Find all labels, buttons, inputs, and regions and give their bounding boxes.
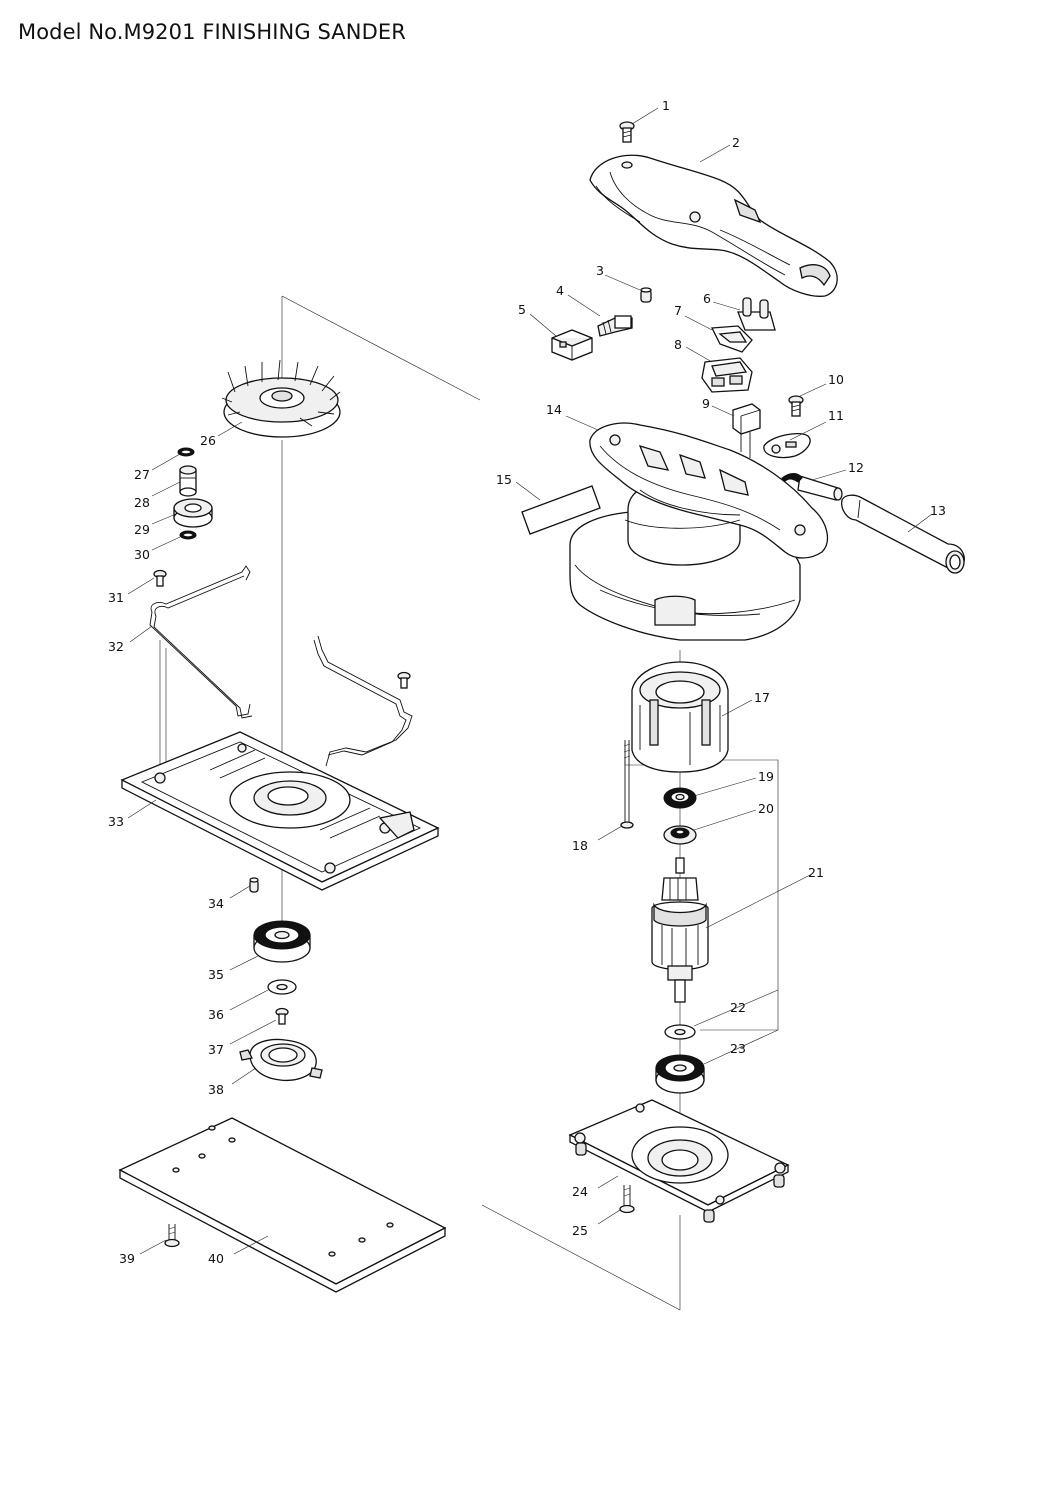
- label-part-14: 14: [546, 402, 562, 417]
- part-19-ball-bearing: [663, 787, 697, 809]
- part-10-screw: [788, 395, 804, 417]
- part-9-capacitor: [732, 403, 761, 458]
- part-11-strain-relief: [763, 432, 811, 459]
- leader-lines: [127, 107, 933, 1255]
- label-part-18: 18: [572, 838, 588, 853]
- label-part-21: 21: [808, 865, 824, 880]
- label-part-17: 17: [754, 690, 770, 705]
- part-6-terminal: [737, 297, 776, 331]
- label-part-7: 7: [674, 303, 682, 318]
- page-title: Model No.M9201 FINISHING SANDER: [18, 20, 406, 44]
- label-part-38: 38: [208, 1082, 224, 1097]
- label-part-4: 4: [556, 283, 564, 298]
- label-part-27: 27: [134, 467, 150, 482]
- label-part-10: 10: [828, 372, 844, 387]
- label-part-19: 19: [758, 769, 774, 784]
- part-24-bearing-box: [568, 1099, 790, 1223]
- part-34-pin: [249, 877, 259, 893]
- label-part-22: 22: [730, 1000, 746, 1015]
- part-37-screw: [275, 1007, 289, 1025]
- part-38-pad-holder: [239, 1038, 323, 1082]
- part-36-washer: [267, 979, 297, 995]
- label-part-39: 39: [119, 1251, 135, 1266]
- part-23-ball-bearing: [655, 1054, 705, 1094]
- part-1-screw: [619, 121, 635, 143]
- label-part-25: 25: [572, 1223, 588, 1238]
- label-part-5: 5: [518, 302, 526, 317]
- part-33-base: [120, 731, 440, 891]
- part-21-armature: [651, 857, 709, 1003]
- part-20-bearing-retainer: [663, 825, 697, 845]
- part-40-sanding-pad: [118, 1117, 447, 1293]
- label-part-9: 9: [702, 396, 710, 411]
- label-part-26: 26: [200, 433, 216, 448]
- label-part-40: 40: [208, 1251, 224, 1266]
- label-part-24: 24: [572, 1184, 588, 1199]
- label-part-3: 3: [596, 263, 604, 278]
- label-part-37: 37: [208, 1042, 224, 1057]
- part-28-sleeve: [179, 465, 197, 497]
- part-35-ball-bearing: [253, 920, 311, 963]
- label-part-1: 1: [662, 98, 670, 113]
- label-part-23: 23: [730, 1041, 746, 1056]
- part-5-brush-holder: [551, 329, 593, 361]
- label-part-15: 15: [496, 472, 512, 487]
- part-8-switch: [701, 357, 753, 393]
- part-26-fan: [221, 359, 341, 438]
- part-18-long-screw: [620, 740, 634, 829]
- label-part-34: 34: [208, 896, 224, 911]
- part-32-clamp-lever: [149, 565, 253, 719]
- part-31-screw: [153, 569, 167, 587]
- label-part-29: 29: [134, 522, 150, 537]
- part-3-spacer: [640, 287, 652, 303]
- label-part-28: 28: [134, 495, 150, 510]
- label-part-8: 8: [674, 337, 682, 352]
- clamp-wire-right: [313, 635, 413, 767]
- part-2-handle-cover: [589, 154, 838, 297]
- label-part-11: 11: [828, 408, 844, 423]
- label-part-31: 31: [108, 590, 124, 605]
- label-part-2: 2: [732, 135, 740, 150]
- part-15-name-plate: [521, 485, 601, 535]
- part-29-bearing: [173, 498, 213, 528]
- part-12-cord-guard: [781, 473, 843, 501]
- part-number-labels: 1 2 3 4 5 6 7 8 9 10 11 12 13 14 15 17 1…: [108, 98, 946, 1266]
- label-part-13: 13: [930, 503, 946, 518]
- part-17-field: [631, 661, 729, 773]
- label-part-33: 33: [108, 814, 124, 829]
- label-part-6: 6: [703, 291, 711, 306]
- part-22-washer: [664, 1024, 696, 1040]
- part-27-o-ring: [177, 447, 195, 457]
- label-part-30: 30: [134, 547, 150, 562]
- label-part-20: 20: [758, 801, 774, 816]
- part-13-cord: [841, 494, 965, 574]
- part-30-o-ring: [179, 530, 197, 540]
- label-part-36: 36: [208, 1007, 224, 1022]
- part-39-screw: [164, 1224, 180, 1248]
- part-7-switch-lever: [710, 325, 753, 353]
- label-part-12: 12: [848, 460, 864, 475]
- part-4-carbon-brush: [597, 315, 633, 337]
- label-part-32: 32: [108, 639, 124, 654]
- label-part-35: 35: [208, 967, 224, 982]
- part-14-motor-housing: [569, 422, 829, 641]
- part-25-screw: [619, 1185, 635, 1214]
